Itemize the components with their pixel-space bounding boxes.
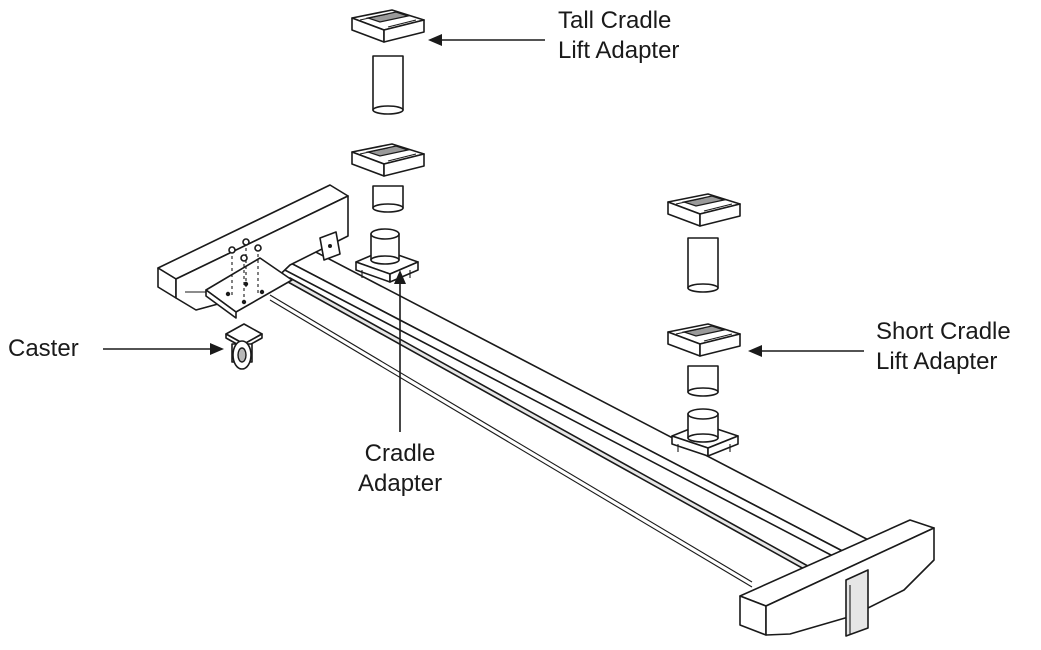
short-cradle-lift-adapter-right [667, 323, 741, 397]
tall-cradle-lift-adapter-right [667, 193, 741, 293]
mounting-screws [228, 238, 262, 302]
short-cradle-label-line2: Lift Adapter [876, 348, 998, 375]
caster-label-line1: Caster [8, 335, 79, 362]
tall-cradle-label: Tall Cradle Lift Adapter [558, 6, 679, 66]
tall-cradle-lift-adapter-left [351, 9, 425, 115]
caster-arrow [103, 343, 224, 355]
cradle-adapter-left [355, 228, 419, 283]
cradle-adapter-arrow [394, 270, 406, 432]
caster-label: Caster [8, 334, 79, 364]
main-beam [257, 235, 881, 588]
caster [225, 323, 263, 370]
tall-cradle-arrow [428, 34, 545, 46]
short-cradle-label: Short Cradle Lift Adapter [876, 317, 1011, 377]
cradle-adapter-label-line2: Adapter [358, 470, 443, 497]
short-cradle-label-line1: Short Cradle [876, 318, 1011, 345]
right-end-cross-member [739, 519, 935, 637]
cradle-adapter-label-line1: Cradle [364, 440, 436, 467]
tall-cradle-label-line1: Tall Cradle [558, 7, 672, 34]
tall-cradle-label-line2: Lift Adapter [558, 37, 680, 64]
cradle-adapter-right [671, 408, 739, 457]
beam-bracket [319, 231, 341, 261]
cradle-adapter-label: Cradle Adapter [358, 439, 442, 499]
short-cradle-lift-adapter-left [351, 143, 425, 213]
caster-mount-plate [205, 257, 293, 319]
short-cradle-arrow [748, 345, 864, 357]
